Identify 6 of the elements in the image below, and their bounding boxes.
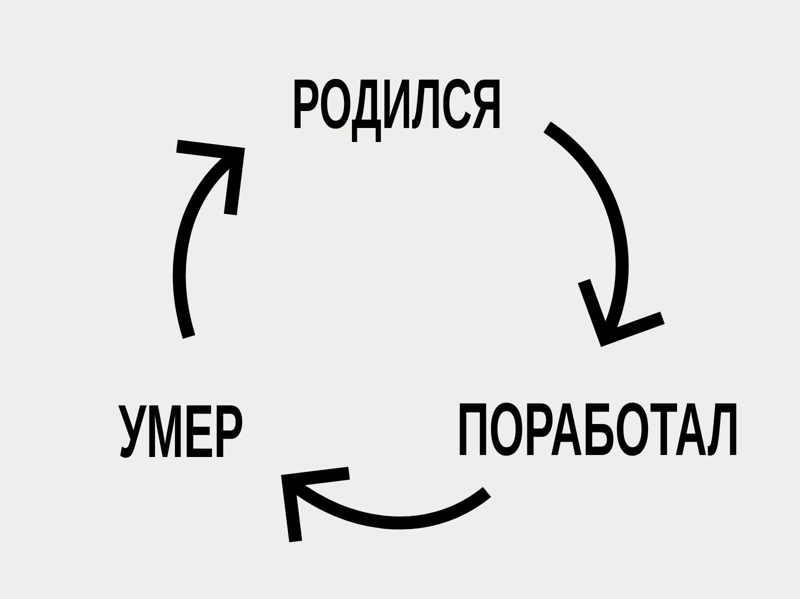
curved-arrow xyxy=(173,140,245,339)
curved-arrow xyxy=(543,122,665,347)
stage-label: РОДИЛСЯ xyxy=(294,78,500,142)
curved-arrow xyxy=(281,466,491,542)
stage-label: ПОРАБОТАЛ xyxy=(460,402,736,456)
stage-label: УМЕР xyxy=(118,405,242,458)
